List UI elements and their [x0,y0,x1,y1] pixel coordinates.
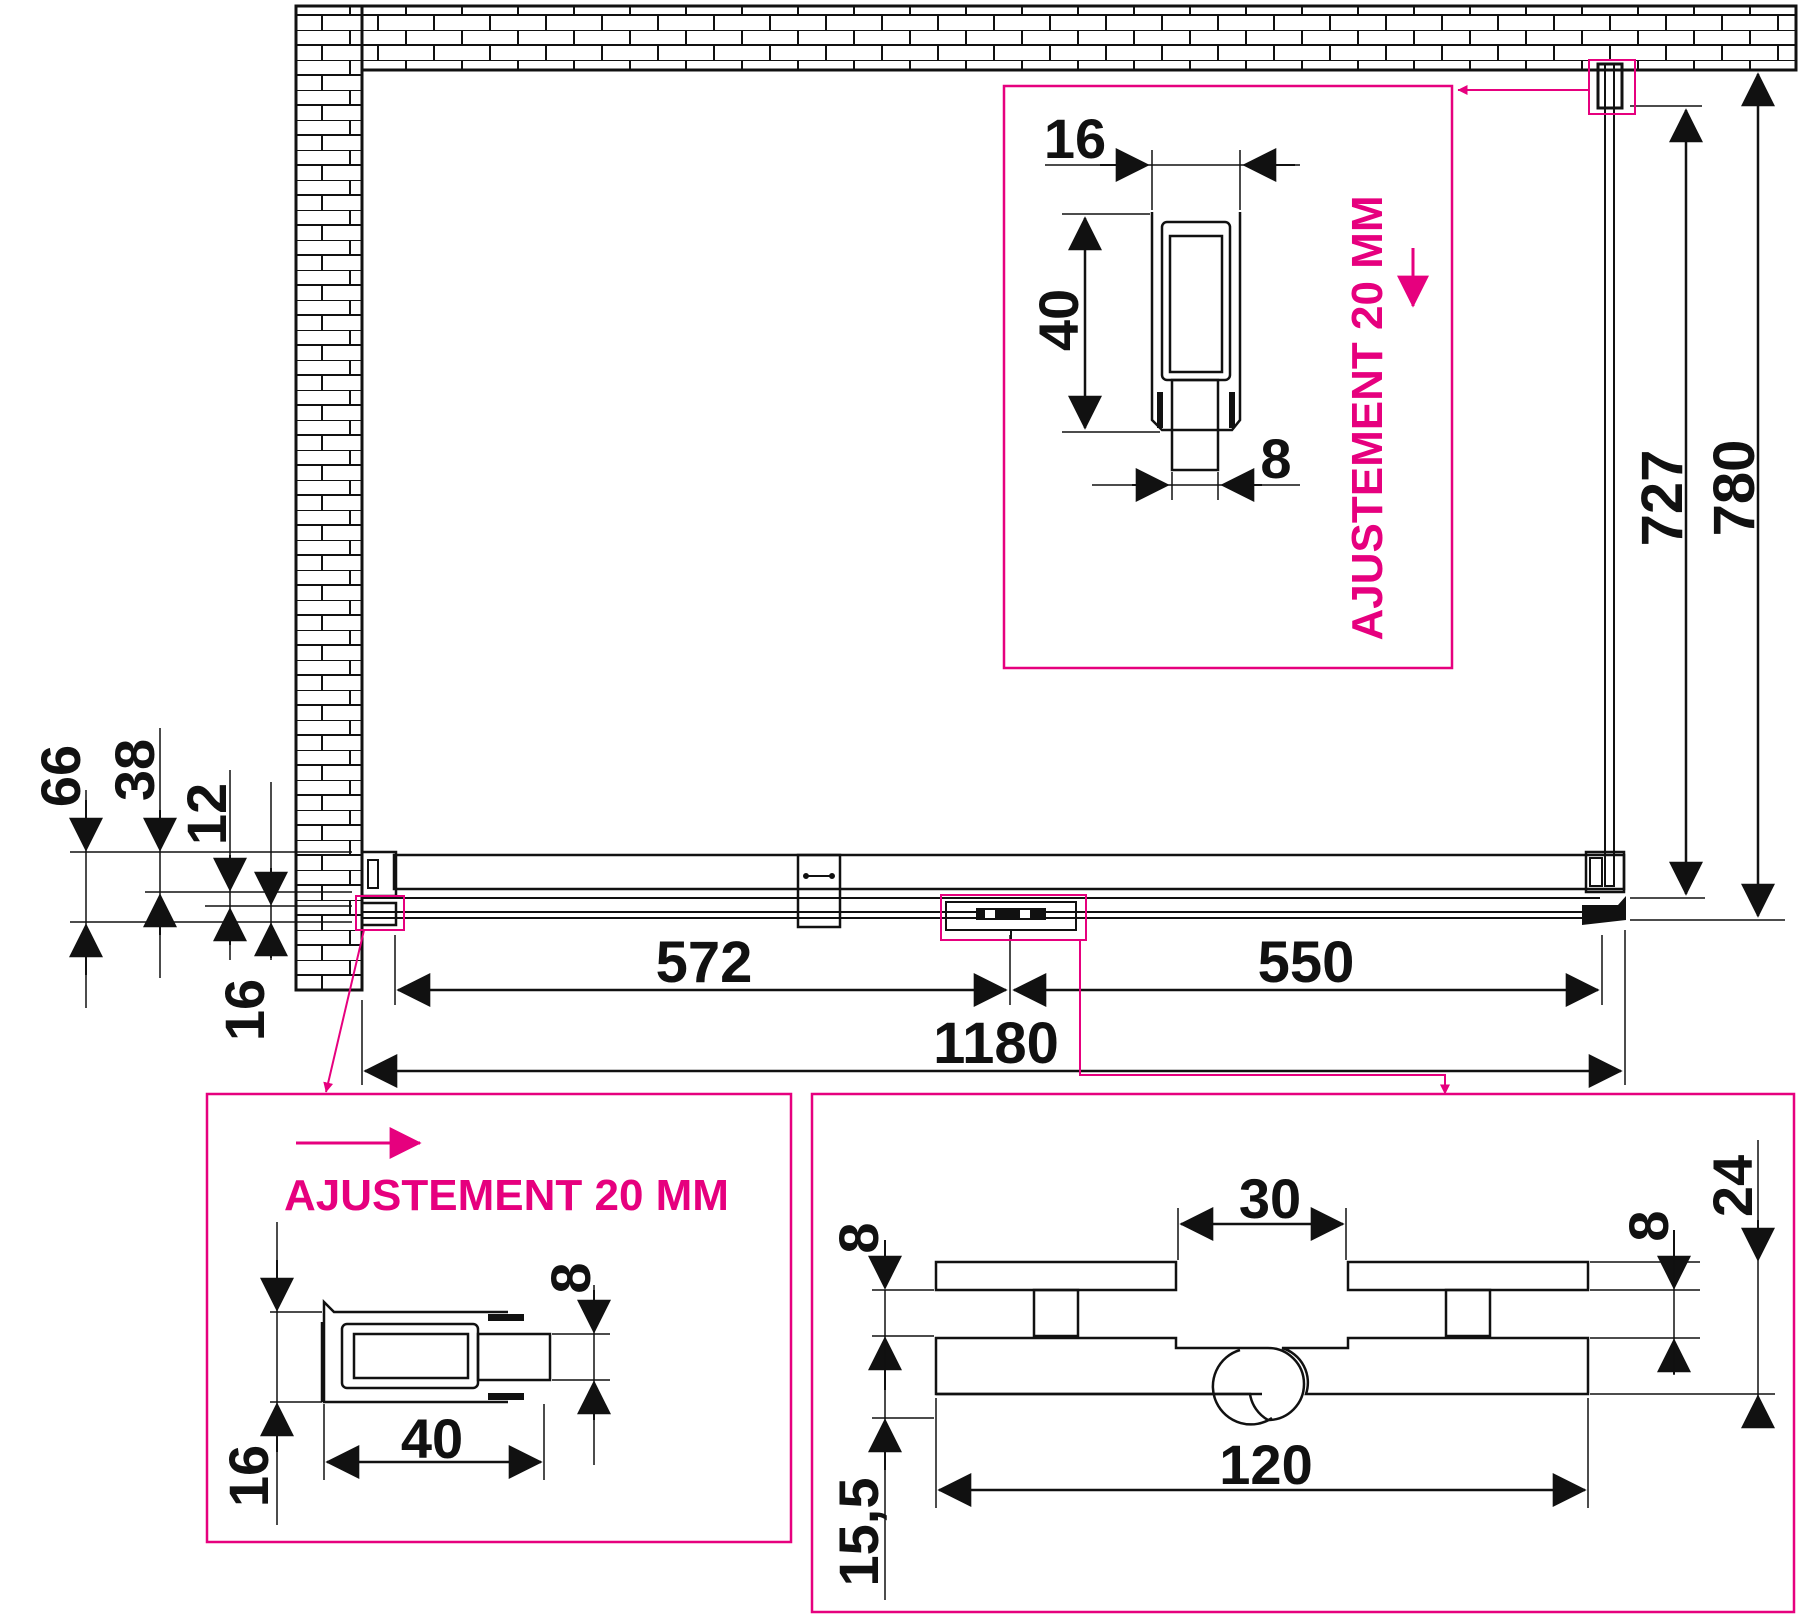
detail-bottom-right-dim-8-left: 8 [827,1222,890,1253]
detail-bottom-right-dim-120: 120 [1219,1433,1312,1496]
highlight-top-profile [1588,59,1636,115]
label-left-16: 16 [213,979,276,1041]
detail-bottom-right-dim-24: 24 [1701,1155,1764,1217]
detail-top-right-dim-40: 40 [1027,289,1090,351]
callout-leaders [323,59,1636,1095]
bottom-left-profile-glass [476,1332,552,1382]
left-wall [294,4,364,992]
detail-top-right: 16 40 8 AJUSTEMENT 20 MM [1002,84,1454,670]
shower-plan [360,62,1626,940]
detail-bottom-right-dim-30: 30 [1239,1167,1301,1230]
label-550: 550 [1258,930,1355,995]
detail-bottom-left-dim-8: 8 [539,1262,602,1293]
detail-bottom-left-dim-40: 40 [401,1407,463,1470]
detail-bottom-right-frame [810,1092,1796,1614]
right-corner-profile [1584,850,1626,894]
label-1180: 1180 [933,1011,1059,1076]
left-wall-profile-inner [367,859,379,889]
top-wall [294,4,1798,72]
detail-bottom-right-dim-8-right: 8 [1617,1210,1680,1241]
handle-right-stem [1444,1288,1492,1338]
right-side-panel [1604,63,1615,887]
detail-top-right-dim-16: 16 [1044,107,1106,170]
right-corner-piece [1582,896,1626,925]
detail-bottom-right: 30 8 8 24 15,5 120 [810,1092,1796,1614]
top-rail [392,853,1626,891]
handle-left-stem [1032,1288,1080,1338]
center-stop [796,853,842,929]
handle-body-right [1281,1336,1590,1396]
detail-bottom-left: AJUSTEMENT 20 MM 8 40 16 [205,1092,793,1544]
handle-body [934,1336,1306,1422]
plan-dimensions [69,72,1785,1088]
detail-top-right-dim-8: 8 [1260,427,1291,490]
left-bottom-profile [360,901,398,927]
detail-bottom-left-note: AJUSTEMENT 20 MM [284,1171,729,1220]
label-780: 780 [1702,440,1767,537]
bottom-left-profile-outer [322,1298,508,1404]
label-left-66: 66 [29,745,92,807]
highlight-handle [940,894,1087,941]
walls [294,4,1798,992]
detail-top-right-note: AJUSTEMENT 20 MM [1343,196,1392,641]
top-profile-outer [1150,212,1242,432]
label-left-12: 12 [175,783,238,845]
detail-bottom-left-dim-16: 16 [217,1445,280,1507]
label-572: 572 [656,930,753,995]
label-left-38: 38 [103,739,166,801]
detail-bottom-right-dim-15-5: 15,5 [827,1478,890,1587]
highlight-left-profile [355,895,405,931]
wall-inner-edge [360,68,1796,990]
top-profile-glass [1170,378,1220,472]
top-wall-profile [1596,62,1624,110]
label-727: 727 [1630,450,1695,547]
